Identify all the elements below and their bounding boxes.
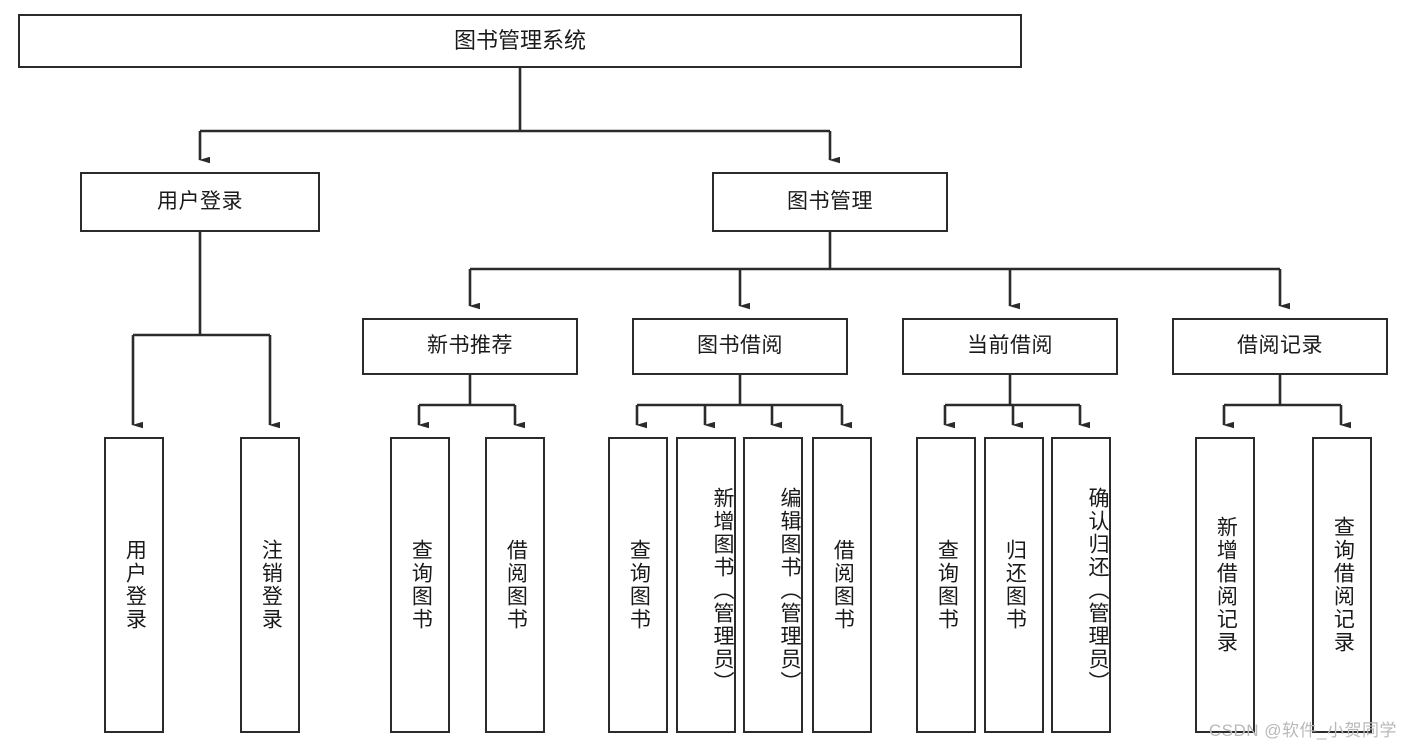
node-label: 借阅图书 (504, 539, 528, 631)
node-label: 图书借阅 (697, 334, 783, 358)
node-label: 借阅记录 (1237, 334, 1323, 358)
node-book-borrow[interactable]: 图书借阅 (632, 318, 848, 375)
node-label: 查询图书 (409, 539, 433, 631)
node-label: 归还图书 (1003, 539, 1027, 631)
node-label: 借阅图书 (831, 539, 855, 631)
node-root-system[interactable]: 图书管理系统 (18, 14, 1022, 68)
node-label: 图书管理系统 (453, 28, 586, 54)
node-label: 查询图书 (935, 539, 959, 631)
leaf-add-book-admin[interactable]: 新增图书（管理员） (676, 437, 736, 733)
leaf-logout[interactable]: 注销登录 (240, 437, 300, 733)
leaf-query-book-current[interactable]: 查询图书 (916, 437, 976, 733)
leaf-confirm-return-admin[interactable]: 确认归还（管理员） (1051, 437, 1111, 733)
node-label: 注销登录 (259, 539, 283, 631)
node-label: 图书管理 (787, 189, 873, 213)
node-label: 确认归还（管理员） (1086, 486, 1109, 694)
leaf-add-borrow-record[interactable]: 新增借阅记录 (1195, 437, 1255, 733)
leaf-query-book-recommend[interactable]: 查询图书 (390, 437, 450, 733)
node-label: 用户登录 (157, 189, 243, 213)
node-current-borrow[interactable]: 当前借阅 (902, 318, 1118, 375)
node-new-book-recommend[interactable]: 新书推荐 (362, 318, 578, 375)
leaf-borrow-book-recommend[interactable]: 借阅图书 (485, 437, 545, 733)
node-label: 新增图书（管理员） (711, 486, 734, 694)
node-label: 查询借阅记录 (1331, 516, 1355, 654)
leaf-edit-book-admin[interactable]: 编辑图书（管理员） (743, 437, 803, 733)
node-label: 查询图书 (627, 539, 651, 631)
leaf-borrow-book[interactable]: 借阅图书 (812, 437, 872, 733)
node-user-login[interactable]: 用户登录 (80, 172, 320, 232)
node-book-management[interactable]: 图书管理 (712, 172, 948, 232)
node-label: 新增借阅记录 (1214, 516, 1238, 654)
leaf-query-book-borrow[interactable]: 查询图书 (608, 437, 668, 733)
node-label: 用户登录 (123, 539, 147, 631)
node-label: 编辑图书（管理员） (778, 486, 801, 694)
node-borrow-record[interactable]: 借阅记录 (1172, 318, 1388, 375)
leaf-return-book[interactable]: 归还图书 (984, 437, 1044, 733)
node-label: 新书推荐 (427, 334, 513, 358)
leaf-query-borrow-record[interactable]: 查询借阅记录 (1312, 437, 1372, 733)
node-label: 当前借阅 (967, 334, 1053, 358)
watermark-text: CSDN @软件_小贺同学 (1208, 721, 1397, 740)
leaf-user-login[interactable]: 用户登录 (104, 437, 164, 733)
